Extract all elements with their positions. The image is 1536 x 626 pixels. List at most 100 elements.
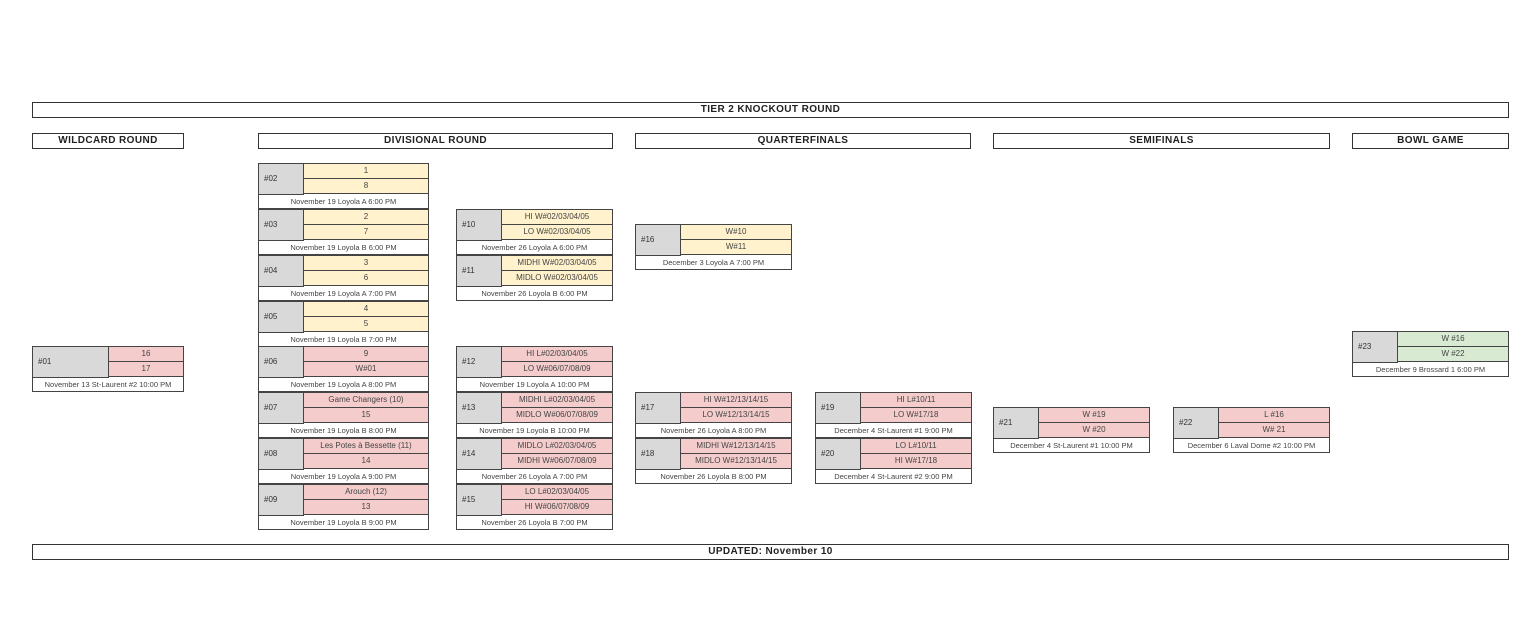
match-team-2: W#11 — [681, 240, 791, 255]
match-schedule: November 26 Loyola B 6:00 PM — [481, 289, 588, 298]
match-16: #16 W#10 W#11 December 3 Loyola A 7:00 P… — [635, 224, 792, 270]
match-team-2: LO W#06/07/08/09 — [502, 362, 612, 377]
match-team-1: Les Potes à Bessette (11) — [304, 439, 428, 454]
match-team-2: MIDHI W#06/07/08/09 — [502, 454, 612, 469]
match-team-2: 15 — [304, 408, 428, 423]
match-10: #10 HI W#02/03/04/05 LO W#02/03/04/05 No… — [456, 209, 613, 255]
match-team-2: LO W#17/18 — [861, 408, 971, 423]
match-number: #09 — [259, 485, 304, 516]
match-06: #06 9 W#01 November 19 Loyola A 8:00 PM — [258, 346, 429, 392]
match-team-1: 2 — [304, 210, 428, 225]
match-number: #21 — [994, 408, 1039, 439]
match-15: #15 LO L#02/03/04/05 HI W#06/07/08/09 No… — [456, 484, 613, 530]
match-team-1: MIDHI L#02/03/04/05 — [502, 393, 612, 408]
wildcard-round-header: WILDCARD ROUND — [32, 133, 184, 149]
match-number: #13 — [457, 393, 502, 424]
match-20: #20 LO L#10/11 HI W#17/18 December 4 St-… — [815, 438, 972, 484]
match-schedule: December 4 St-Laurent #1 9:00 PM — [834, 426, 953, 435]
match-schedule: November 19 Loyola A 9:00 PM — [290, 472, 397, 481]
match-team-1: L #16 — [1219, 408, 1329, 423]
match-team-2: HI W#06/07/08/09 — [502, 500, 612, 515]
match-team-2: W #20 — [1039, 423, 1149, 438]
match-team-1: 1 — [304, 164, 428, 179]
match-team-2: 13 — [304, 500, 428, 515]
match-team-1: HI L#02/03/04/05 — [502, 347, 612, 362]
match-number: #14 — [457, 439, 502, 470]
match-team-1: Game Changers (10) — [304, 393, 428, 408]
match-schedule: November 19 Loyola B 9:00 PM — [290, 518, 397, 527]
match-team-2: W# 21 — [1219, 423, 1329, 438]
match-team-1: 16 — [109, 347, 183, 362]
match-number: #17 — [636, 393, 681, 424]
match-number: #23 — [1353, 332, 1398, 363]
match-number: #11 — [457, 256, 502, 287]
match-22: #22 L #16 W# 21 December 6 Laval Dome #2… — [1173, 407, 1330, 453]
match-schedule: November 13 St-Laurent #2 10:00 PM — [44, 380, 172, 389]
match-team-1: W #19 — [1039, 408, 1149, 423]
match-team-1: 4 — [304, 302, 428, 317]
match-team-2: 8 — [304, 179, 428, 194]
match-number: #12 — [457, 347, 502, 378]
match-team-1: MIDHI W#02/03/04/05 — [502, 256, 612, 271]
match-number: #16 — [636, 225, 681, 256]
match-team-2: MIDLO W#12/13/14/15 — [681, 454, 791, 469]
match-schedule: December 9 Brossard 1 6:00 PM — [1375, 365, 1486, 374]
match-team-1: W#10 — [681, 225, 791, 240]
match-02: #02 1 8 November 19 Loyola A 6:00 PM — [258, 163, 429, 209]
match-05: #05 4 5 November 19 Loyola B 7:00 PM — [258, 301, 429, 347]
match-number: #15 — [457, 485, 502, 516]
match-11: #11 MIDHI W#02/03/04/05 MIDLO W#02/03/04… — [456, 255, 613, 301]
match-team-2: 5 — [304, 317, 428, 332]
match-08: #08 Les Potes à Bessette (11) 14 Novembe… — [258, 438, 429, 484]
match-team-1: LO L#02/03/04/05 — [502, 485, 612, 500]
match-team-2: 6 — [304, 271, 428, 286]
match-schedule: November 19 Loyola B 6:00 PM — [290, 243, 397, 252]
match-team-2: LO W#12/13/14/15 — [681, 408, 791, 423]
match-number: #18 — [636, 439, 681, 470]
match-schedule: November 19 Loyola A 8:00 PM — [290, 380, 397, 389]
match-number: #07 — [259, 393, 304, 424]
updated-footer: UPDATED: November 10 — [32, 544, 1509, 560]
match-team-1: MIDHI W#12/13/14/15 — [681, 439, 791, 454]
match-team-2: W #22 — [1398, 347, 1508, 362]
match-number: #10 — [457, 210, 502, 241]
match-schedule: December 4 St-Laurent #2 9:00 PM — [834, 472, 953, 481]
match-09: #09 Arouch (12) 13 November 19 Loyola B … — [258, 484, 429, 530]
match-schedule: December 6 Laval Dome #2 10:00 PM — [1187, 441, 1316, 450]
match-schedule: November 19 Loyola B 10:00 PM — [479, 426, 590, 435]
match-team-1: 9 — [304, 347, 428, 362]
match-team-1: 3 — [304, 256, 428, 271]
match-number: #05 — [259, 302, 304, 333]
match-04: #04 3 6 November 19 Loyola A 7:00 PM — [258, 255, 429, 301]
match-schedule: November 19 Loyola A 7:00 PM — [290, 289, 397, 298]
match-team-1: Arouch (12) — [304, 485, 428, 500]
match-01: #01 16 17 November 13 St-Laurent #2 10:0… — [32, 346, 184, 392]
match-team-2: MIDLO W#06/07/08/09 — [502, 408, 612, 423]
quarterfinals-header: QUARTERFINALS — [635, 133, 971, 149]
match-14: #14 MIDLO L#02/03/04/05 MIDHI W#06/07/08… — [456, 438, 613, 484]
match-team-1: HI L#10/11 — [861, 393, 971, 408]
match-07: #07 Game Changers (10) 15 November 19 Lo… — [258, 392, 429, 438]
match-23: #23 W #16 W #22 December 9 Brossard 1 6:… — [1352, 331, 1509, 377]
match-13: #13 MIDHI L#02/03/04/05 MIDLO W#06/07/08… — [456, 392, 613, 438]
match-team-2: LO W#02/03/04/05 — [502, 225, 612, 240]
match-number: #01 — [33, 347, 109, 378]
match-number: #02 — [259, 164, 304, 195]
tier-header: TIER 2 KNOCKOUT ROUND — [32, 102, 1509, 118]
match-team-1: HI W#12/13/14/15 — [681, 393, 791, 408]
match-schedule: November 19 Loyola B 7:00 PM — [290, 335, 397, 344]
match-schedule: December 4 St-Laurent #1 10:00 PM — [1010, 441, 1133, 450]
match-12: #12 HI L#02/03/04/05 LO W#06/07/08/09 No… — [456, 346, 613, 392]
match-team-2: 17 — [109, 362, 183, 377]
match-team-1: MIDLO L#02/03/04/05 — [502, 439, 612, 454]
match-03: #03 2 7 November 19 Loyola B 6:00 PM — [258, 209, 429, 255]
match-team-1: LO L#10/11 — [861, 439, 971, 454]
divisional-round-header: DIVISIONAL ROUND — [258, 133, 613, 149]
match-schedule: November 26 Loyola A 6:00 PM — [481, 243, 588, 252]
match-team-2: 14 — [304, 454, 428, 469]
match-team-2: W#01 — [304, 362, 428, 377]
match-number: #19 — [816, 393, 861, 424]
match-schedule: November 26 Loyola A 7:00 PM — [481, 472, 588, 481]
match-schedule: November 26 Loyola B 7:00 PM — [481, 518, 588, 527]
match-number: #03 — [259, 210, 304, 241]
